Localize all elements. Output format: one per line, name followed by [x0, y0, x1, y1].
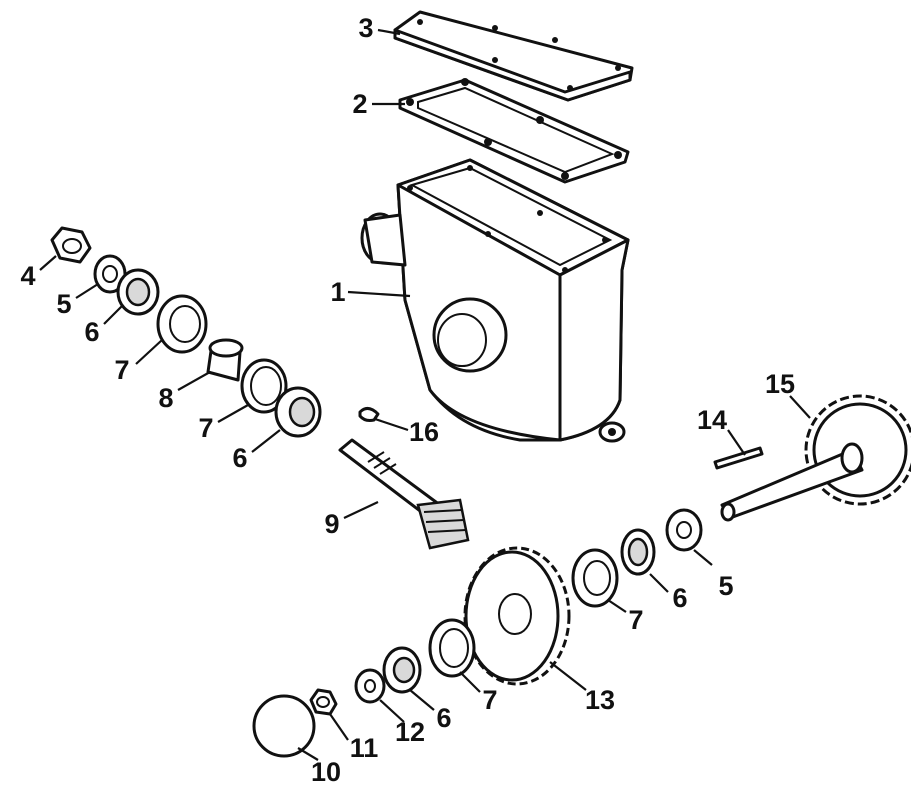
- callout-12: 12: [395, 717, 425, 747]
- callout-2: 2: [352, 89, 367, 119]
- part-castle-nut-lower: [309, 688, 338, 716]
- part-sprocket-shaft: [720, 394, 911, 522]
- part-dust-cap: [252, 694, 316, 758]
- callout-5-right: 5: [718, 571, 733, 601]
- part-cover-plate: [393, 10, 634, 102]
- part-spacer-sleeve: [206, 338, 244, 382]
- callout-8: 8: [158, 383, 173, 413]
- callout-6-left: 6: [84, 317, 99, 347]
- part-castle-nut-left: [50, 226, 92, 264]
- leader-lines: [39, 28, 811, 761]
- callout-14: 14: [697, 405, 727, 435]
- callout-labels: 1 2 3 4 5 6 7 8 7 6 16 9 14 15 5 6 7 13 …: [20, 13, 795, 787]
- part-bearing-cone-left: [116, 268, 160, 316]
- callout-4: 4: [20, 261, 35, 291]
- callout-7-lower: 7: [482, 685, 497, 715]
- part-gasket: [398, 78, 630, 184]
- part-ring-gear: [463, 546, 571, 686]
- callout-9: 9: [324, 509, 339, 539]
- callout-3: 3: [358, 13, 373, 43]
- callout-7-left-upper: 7: [114, 355, 129, 385]
- callout-6-left-lower: 6: [232, 443, 247, 473]
- part-bearing-cup-lower: [428, 618, 476, 678]
- callout-10: 10: [311, 757, 341, 787]
- callout-1: 1: [330, 277, 345, 307]
- callout-7-left-lower: 7: [198, 413, 213, 443]
- callout-7-right: 7: [628, 605, 643, 635]
- part-washer-lower: [354, 668, 386, 704]
- part-washer-right: [665, 508, 703, 552]
- part-bearing-cone-right: [620, 528, 656, 576]
- callout-11: 11: [350, 733, 379, 763]
- part-bearing-cup-right: [571, 548, 619, 608]
- callout-6-lower: 6: [436, 703, 451, 733]
- part-shaft-key: [713, 446, 764, 470]
- part-bearing-cone-left-lower: [274, 386, 322, 438]
- part-gearbox-housing: [360, 158, 630, 443]
- part-bearing-cup-left-upper: [156, 294, 208, 354]
- callout-16: 16: [409, 417, 439, 447]
- part-woodruff-key: [358, 407, 380, 422]
- callout-13: 13: [585, 685, 615, 715]
- part-pinion-shaft: [338, 438, 470, 550]
- part-bearing-cup-left-lower: [240, 358, 288, 414]
- part-bearing-cone-lower: [382, 646, 422, 694]
- callout-15: 15: [765, 369, 795, 399]
- callout-6-right: 6: [672, 583, 687, 613]
- callout-5-left: 5: [56, 289, 71, 319]
